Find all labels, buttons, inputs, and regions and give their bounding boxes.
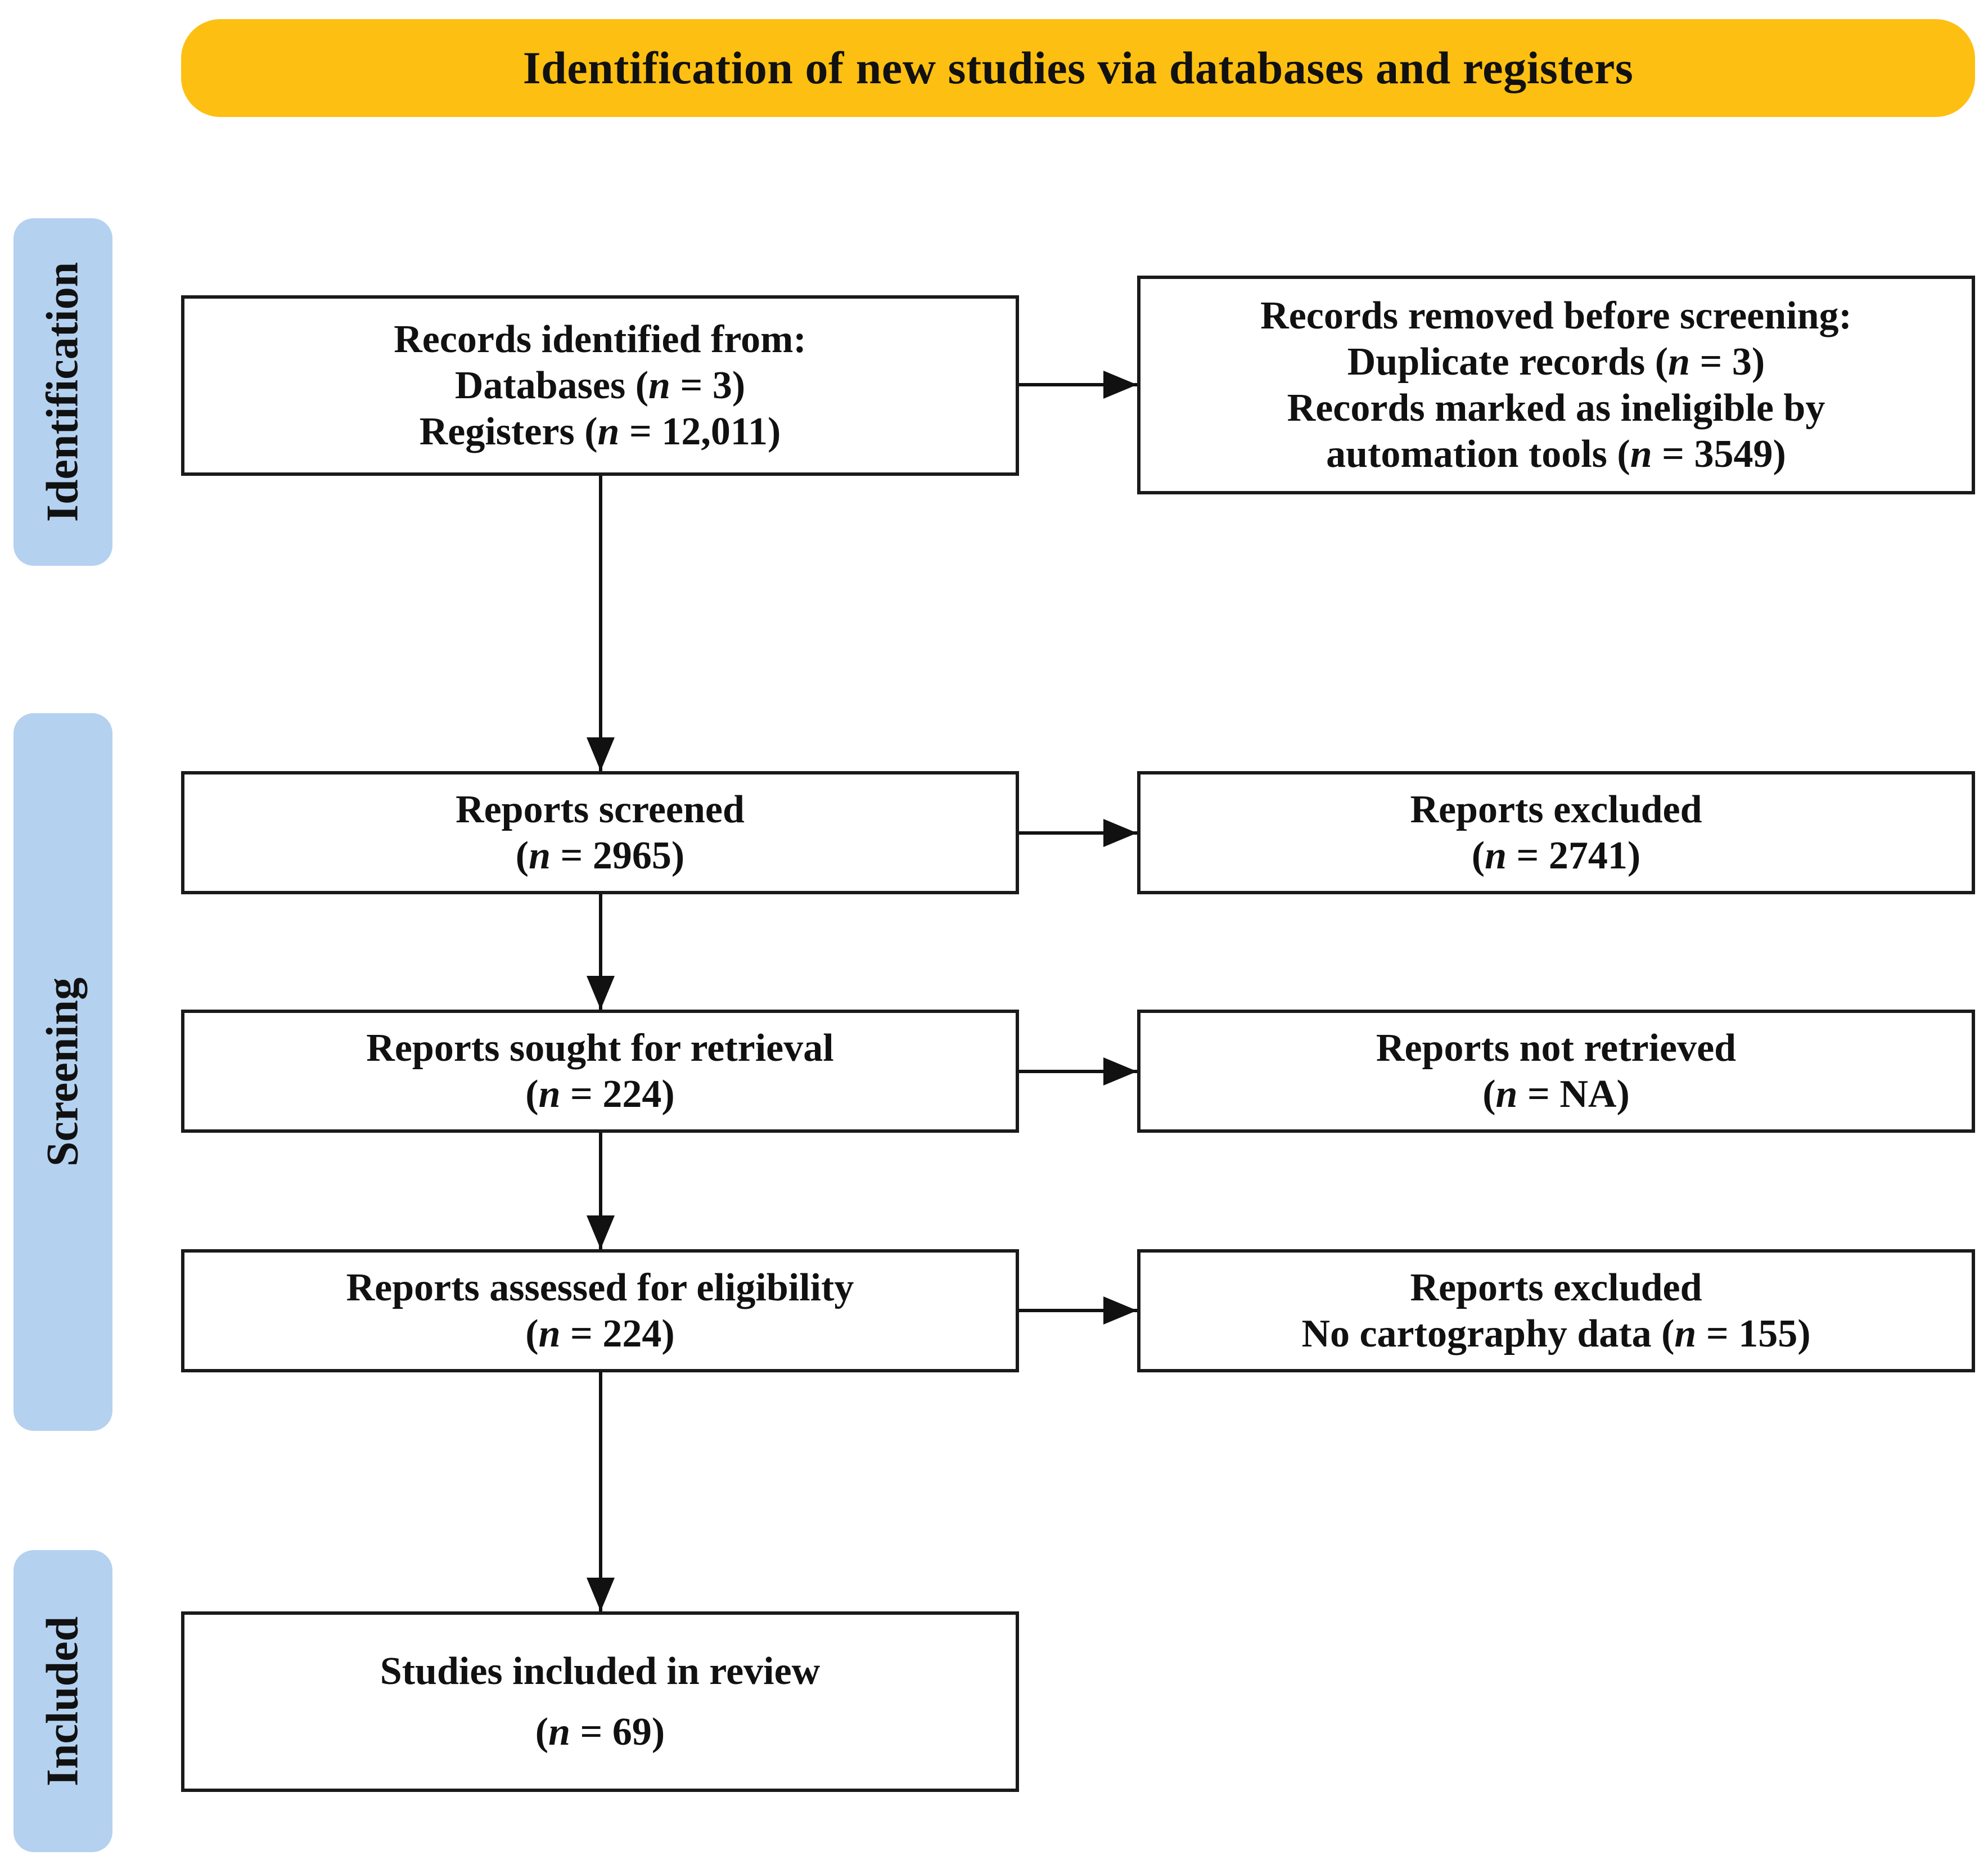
- studies-included-count: (n = 69): [535, 1710, 665, 1754]
- studies-included-title: Studies included in review: [380, 1649, 821, 1693]
- studies-included-box: Studies included in review (n = 69): [181, 1611, 1019, 1792]
- databases-count: Databases (n = 3): [454, 363, 746, 407]
- reports-screened-box: Reports screened (n = 2965): [181, 771, 1019, 894]
- records-identified-box: Records identified from: Databases (n = …: [181, 295, 1019, 476]
- reports-sought-box: Reports sought for retrieval (n = 224): [181, 1010, 1019, 1133]
- automation-tools-count: automation tools (n = 3549): [1326, 432, 1786, 476]
- reports-assessed-box: Reports assessed for eligibility (n = 22…: [181, 1249, 1019, 1372]
- diagram-header: Identification of new studies via databa…: [181, 19, 1975, 117]
- reports-assessed-count: (n = 224): [525, 1312, 675, 1355]
- reports-screened-title: Reports screened: [456, 787, 745, 831]
- no-cartography-data-count: No cartography data (n = 155): [1301, 1312, 1811, 1355]
- reports-assessed-title: Reports assessed for eligibility: [346, 1265, 854, 1309]
- reports-not-retrieved-count: (n = NA): [1482, 1072, 1630, 1116]
- ineligible-records-line: Records marked as ineligible by: [1287, 386, 1825, 430]
- reports-excluded-screening-box: Reports excluded (n = 2741): [1137, 771, 1975, 894]
- reports-excluded-eligibility-title: Reports excluded: [1410, 1265, 1702, 1309]
- phase-screening: Screening: [13, 713, 112, 1431]
- reports-screened-count: (n = 2965): [515, 834, 685, 877]
- reports-sought-title: Reports sought for retrieval: [366, 1026, 834, 1070]
- records-removed-box: Records removed before screening: Duplic…: [1137, 276, 1975, 494]
- records-removed-title: Records removed before screening:: [1260, 294, 1852, 337]
- reports-not-retrieved-box: Reports not retrieved (n = NA): [1137, 1010, 1975, 1133]
- header-title: Identification of new studies via databa…: [522, 42, 1634, 93]
- records-identified-title: Records identified from:: [394, 317, 806, 361]
- reports-not-retrieved-title: Reports not retrieved: [1376, 1026, 1737, 1070]
- phase-included: Included: [13, 1550, 112, 1852]
- registers-count: Registers (n = 12,011): [419, 409, 781, 453]
- duplicate-records-count: Duplicate records (n = 3): [1347, 340, 1765, 384]
- reports-excluded-screening-count: (n = 2741): [1471, 834, 1641, 877]
- reports-excluded-screening-title: Reports excluded: [1410, 787, 1702, 831]
- reports-sought-count: (n = 224): [525, 1072, 675, 1116]
- reports-excluded-eligibility-box: Reports excluded No cartography data (n …: [1137, 1249, 1975, 1372]
- phase-identification: Identification: [13, 218, 112, 566]
